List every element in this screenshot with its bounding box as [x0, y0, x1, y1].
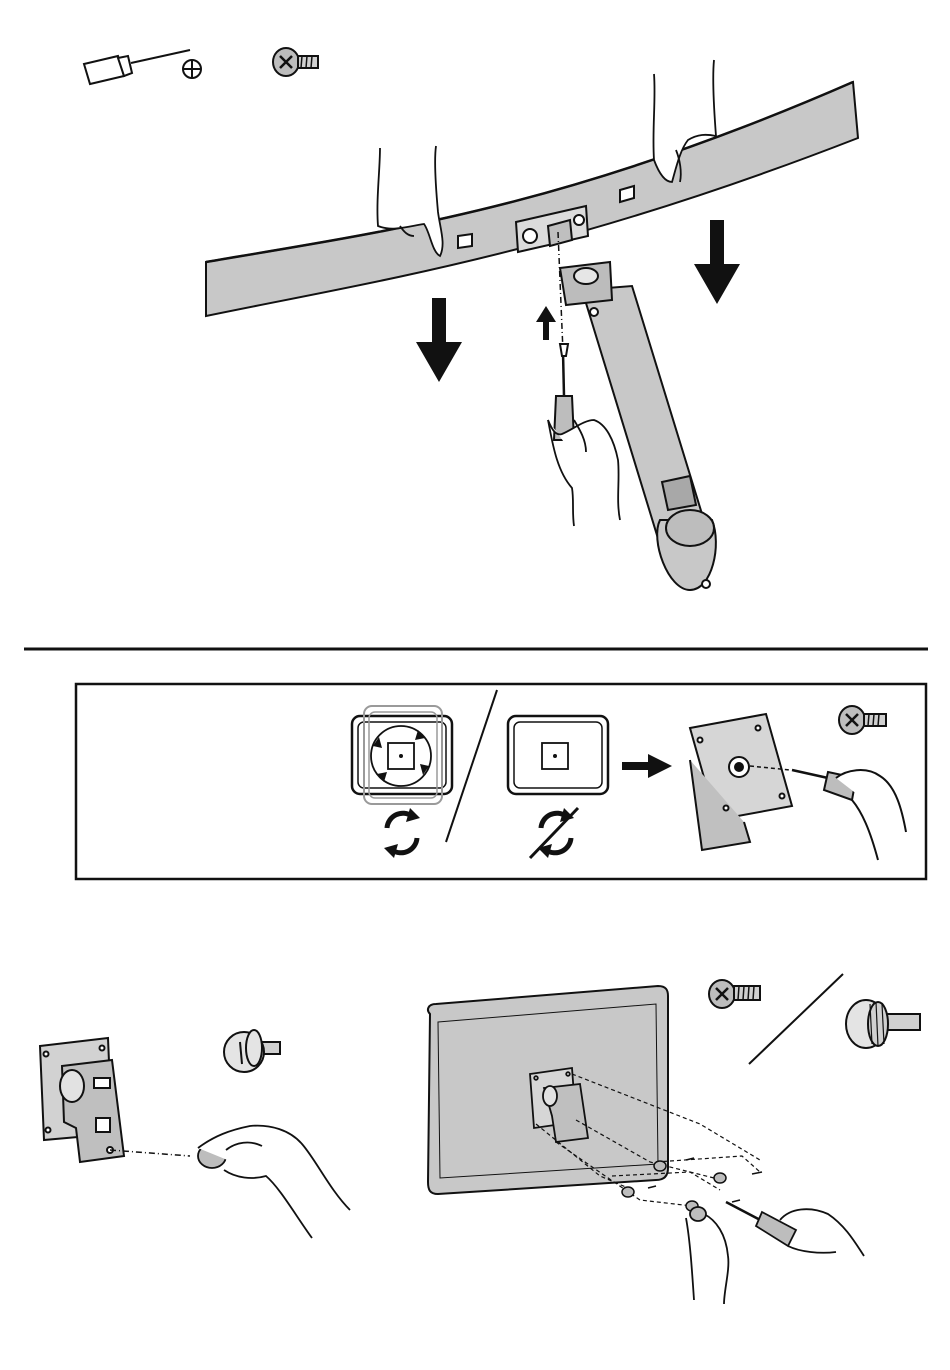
phillips-screwdriver-icon [84, 50, 201, 84]
knurled-knob-icon [846, 1000, 920, 1048]
rotating-plate-option [352, 706, 452, 804]
curved-crossbar [206, 82, 858, 316]
hand-with-thumbscrew [198, 1126, 350, 1238]
thumb-screw-icon [224, 1030, 280, 1072]
screw-path [558, 232, 563, 352]
step-attach-monitor [40, 974, 920, 1304]
step-rotation-panel [76, 684, 926, 879]
option-separator [749, 974, 843, 1064]
fixed-plate-option [508, 716, 608, 794]
machine-screw-icon [709, 980, 760, 1008]
up-arrow [536, 306, 556, 340]
info-box [76, 684, 926, 879]
down-arrow-right [694, 220, 740, 304]
step-mount-bar [84, 48, 858, 590]
machine-screw-icon [273, 48, 318, 76]
down-arrow-left [416, 298, 462, 382]
screwdriver [554, 344, 574, 440]
vesa-bracket-left [40, 1038, 124, 1162]
screwdriver-hands-monitor [686, 1202, 864, 1304]
